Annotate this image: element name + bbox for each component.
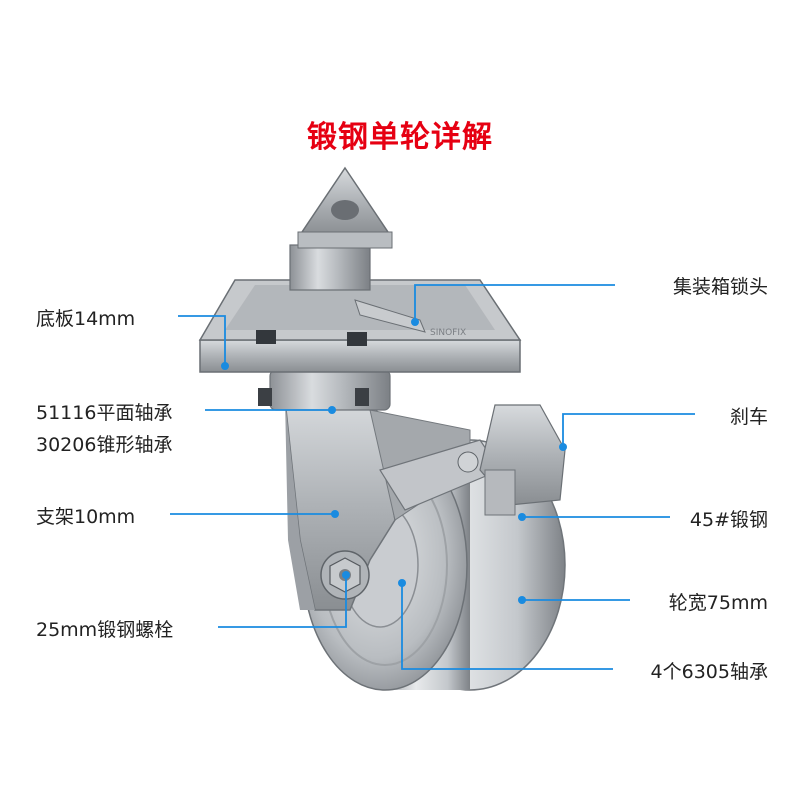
label-bearings-6305: 4个6305轴承	[650, 661, 768, 683]
swivel-housing	[258, 369, 391, 411]
label-lock-head: 集装箱锁头	[672, 276, 768, 298]
label-bearing-30206: 30206锥形轴承	[36, 434, 173, 456]
label-wheel-width: 轮宽75mm	[668, 592, 768, 614]
plate-stamp: SINOFIX	[430, 328, 466, 338]
label-brake: 刹车	[729, 406, 768, 428]
container-lock-head	[289, 166, 426, 333]
callout-6305	[401, 583, 613, 670]
callout-brake	[562, 413, 695, 447]
callout-lock-head	[414, 284, 615, 322]
label-base-plate: 底板14mm	[36, 308, 136, 330]
callout-base-plate	[178, 315, 226, 366]
label-bracket: 支架10mm	[36, 506, 136, 528]
callout-bolt	[218, 575, 347, 628]
page-title: 锻钢单轮详解	[307, 120, 493, 155]
callout-lines	[170, 284, 695, 670]
brake	[379, 404, 566, 516]
callout-dots	[221, 318, 567, 604]
label-bearing-51116: 51116平面轴承	[36, 402, 173, 424]
label-bolt: 25mm锻钢螺栓	[36, 619, 174, 641]
label-steel: 45#锻钢	[689, 509, 768, 531]
base-plate: SINOFIX	[198, 279, 522, 373]
